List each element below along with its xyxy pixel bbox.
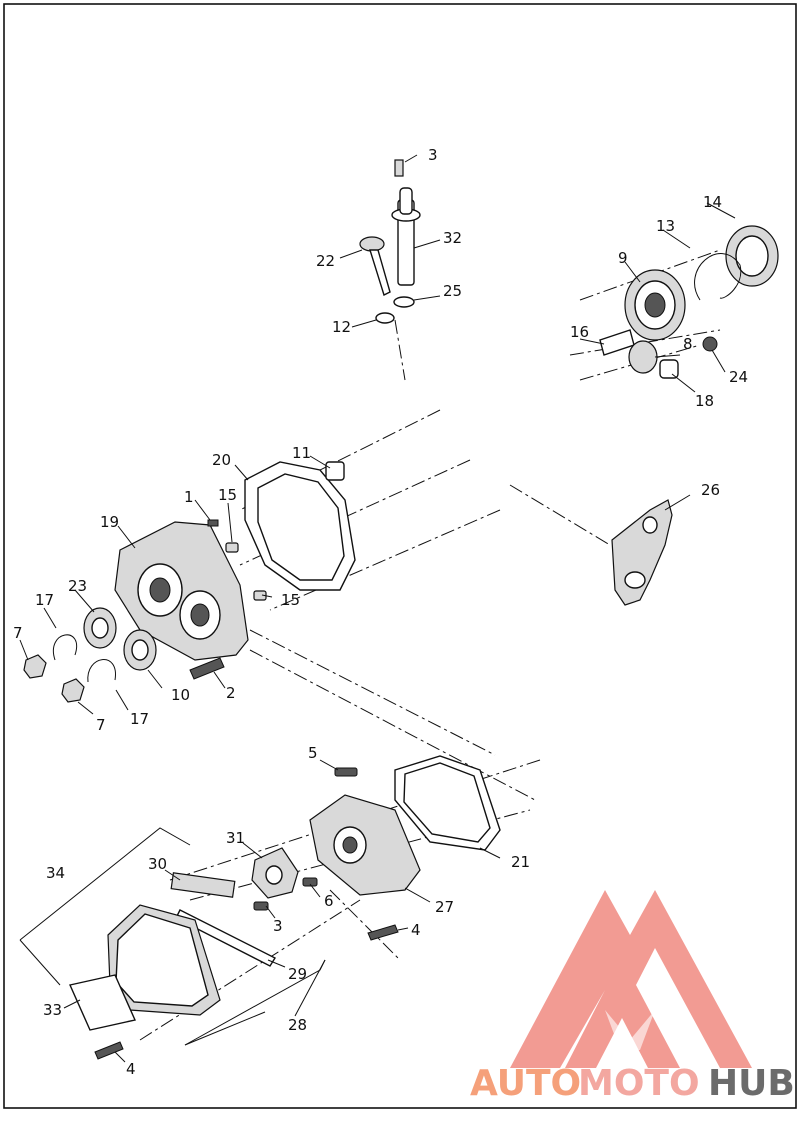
callout-16: 16 <box>570 323 589 341</box>
callout-leaders <box>19 154 736 1063</box>
screw-5 <box>334 767 358 777</box>
callout-22: 22 <box>316 252 335 270</box>
callout-17-top: 17 <box>35 591 54 609</box>
gasket-33 <box>69 974 136 1031</box>
screw-3b <box>253 901 269 911</box>
cover-27 <box>309 794 421 941</box>
snap-ring-13 <box>694 253 742 301</box>
nut-7a <box>23 654 47 679</box>
callout-15-bottom: 15 <box>281 591 300 609</box>
callout-15-top: 15 <box>218 486 237 504</box>
callout-7-bottom: 7 <box>96 716 106 734</box>
bearing-seal-group <box>599 225 779 379</box>
callout-3-bottom: 3 <box>273 917 283 935</box>
callout-25: 25 <box>443 282 462 300</box>
callout-2: 2 <box>226 684 236 702</box>
callout-5: 5 <box>308 744 318 762</box>
callout-1: 1 <box>184 488 194 506</box>
callout-29: 29 <box>288 965 307 983</box>
callout-13: 13 <box>656 217 675 235</box>
callout-19: 19 <box>100 513 119 531</box>
fitting-6 <box>302 877 318 887</box>
callout-12: 12 <box>332 318 351 336</box>
callout-14: 14 <box>703 193 722 211</box>
callout-10: 10 <box>171 686 190 704</box>
bolt-4b <box>94 1041 124 1060</box>
gasket-21 <box>334 755 501 851</box>
logo-mark <box>510 890 752 1068</box>
callout-30: 30 <box>148 855 167 873</box>
watermark-moto: MOTO <box>578 1063 700 1104</box>
housing-19 <box>114 519 267 680</box>
screw-3-top <box>394 159 404 177</box>
callout-8: 8 <box>683 335 693 353</box>
callout-31: 31 <box>226 829 245 847</box>
stud-16 <box>599 329 635 356</box>
needle-bearing-8 <box>628 340 658 374</box>
callout-6: 6 <box>324 892 334 910</box>
cover-34-assembly <box>19 827 326 1060</box>
callout-21: 21 <box>511 853 530 871</box>
callout-labels: 3 32 22 25 12 14 13 9 16 8 24 18 26 20 1… <box>13 146 748 1078</box>
pin-15a <box>225 542 239 553</box>
bolt-2 <box>189 657 225 680</box>
callout-27: 27 <box>435 898 454 916</box>
shift-shaft-assembly <box>359 159 421 324</box>
automotohub-logo: AUTO MOTO HUB <box>470 890 795 1104</box>
ring-17b <box>87 659 116 683</box>
callout-23: 23 <box>68 577 87 595</box>
callout-33: 33 <box>43 1001 62 1019</box>
callout-24: 24 <box>729 368 748 386</box>
plug-22 <box>359 236 385 252</box>
callout-34: 34 <box>46 864 65 882</box>
nut-7b <box>61 678 85 703</box>
oring-12 <box>375 312 395 324</box>
callout-26: 26 <box>701 481 720 499</box>
callout-7-top: 7 <box>13 624 23 642</box>
left-bearings <box>23 607 157 703</box>
washer-25 <box>393 296 415 308</box>
spacer-18 <box>659 359 679 379</box>
watermark-hub: HUB <box>708 1063 795 1104</box>
nut-24 <box>702 336 718 352</box>
callout-28: 28 <box>288 1016 307 1034</box>
pin-1 <box>207 519 219 527</box>
dowel-11 <box>325 461 345 481</box>
callout-4-bottom: 4 <box>126 1060 136 1078</box>
bolt-4a <box>367 924 399 941</box>
callout-3-top: 3 <box>428 146 438 164</box>
callout-18: 18 <box>695 392 714 410</box>
gasket-20 <box>244 461 356 591</box>
gasket-26 <box>611 499 673 606</box>
callout-4-mid: 4 <box>411 921 421 939</box>
diagram-frame <box>3 3 797 1109</box>
callout-9: 9 <box>618 249 628 267</box>
watermark-auto: AUTO <box>470 1063 581 1104</box>
callout-32: 32 <box>443 229 462 247</box>
label-30 <box>170 872 236 898</box>
callout-17-bottom: 17 <box>130 710 149 728</box>
callout-20: 20 <box>212 451 231 469</box>
callout-11: 11 <box>292 444 311 462</box>
cover-31 <box>251 847 318 911</box>
ring-17a <box>52 634 78 661</box>
